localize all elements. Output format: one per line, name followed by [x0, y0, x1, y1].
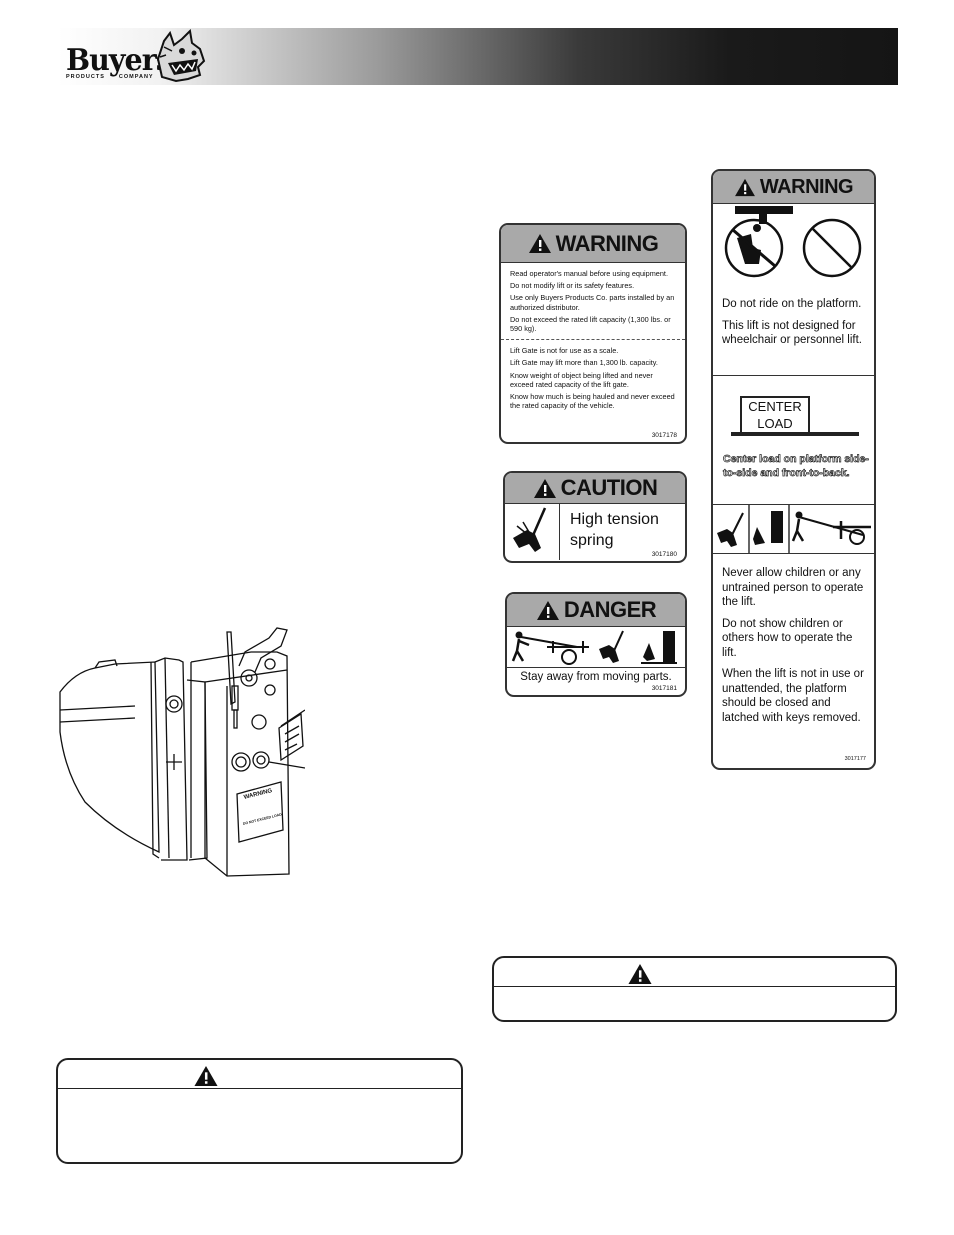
part-number: 3017177 — [844, 756, 866, 762]
lift-pump-housing-illustration — [59, 627, 305, 877]
hand-pinch-icon — [599, 630, 624, 663]
person-pushing-icon — [511, 631, 589, 665]
caution-decal-spring: CAUTION High tension spring 3017180 — [503, 471, 687, 563]
danger-decal-moving-parts: DANGER Stay away from moving parts. 3017… — [505, 592, 687, 697]
hazard-icons — [717, 505, 871, 553]
children-warning-text: Never allow children or any untrained pe… — [722, 567, 864, 724]
caution-callout-left — [56, 1058, 463, 1164]
caution-text: High tension spring — [570, 511, 659, 549]
hazard-icons-row — [713, 505, 874, 554]
warning-decal-tall: WARNING Do not ride on the platform. Thi… — [711, 169, 876, 770]
warning-triangle-icon — [194, 1066, 218, 1086]
warning-triangle-icon — [528, 234, 551, 253]
warning-triangle-icon — [533, 478, 556, 498]
dog-mascot-icon — [156, 29, 206, 83]
part-number: 3017178 — [651, 432, 677, 439]
warning-triangle-icon — [734, 178, 755, 196]
no-ride-icons — [724, 206, 862, 278]
brand-logo: Buyers — [66, 43, 172, 78]
danger-text: Stay away from moving parts. — [520, 671, 672, 683]
warning-triangle-icon — [628, 964, 652, 984]
platform-bar — [731, 432, 859, 436]
hand-spring-icon — [513, 504, 560, 560]
danger-header: DANGER — [507, 594, 685, 627]
dashed-divider — [501, 339, 685, 341]
caution-callout-right — [492, 956, 897, 1022]
center-load-section: CENTER LOAD Center load on platform side… — [713, 376, 874, 505]
warning-header: WARNING — [501, 225, 685, 263]
part-number: 3017181 — [651, 685, 677, 692]
no-ride-text: Do not ride on the platform. This lift i… — [722, 298, 862, 346]
caution-header: CAUTION — [505, 473, 685, 504]
warning-decal-operator: WARNING Read operator's manual before us… — [499, 223, 687, 444]
no-ride-section: Do not ride on the platform. This lift i… — [713, 204, 874, 376]
warning-body: Read operator's manual before using equi… — [501, 263, 685, 410]
center-load-text: Center load on platform side-to-side and… — [723, 453, 870, 480]
warning-triangle-icon — [536, 600, 559, 620]
center-load-box: CENTER LOAD — [740, 396, 810, 436]
part-number: 3017180 — [651, 551, 677, 558]
foot-crush-icon — [641, 631, 677, 664]
warning-header: WARNING — [713, 171, 874, 204]
